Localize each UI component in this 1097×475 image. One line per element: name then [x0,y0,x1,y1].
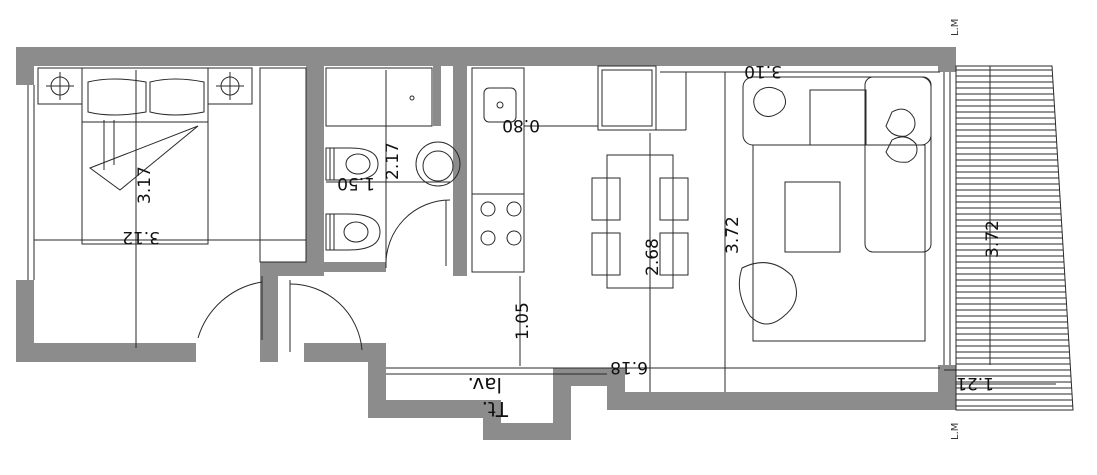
balcony-height-dimension: 3.72 [983,220,1003,258]
dining-height-dimension: 2.68 [643,238,663,276]
dimension-lines [34,66,1056,392]
bedroom-width-dimension: 3.12 [122,227,160,247]
top-width-dimension: 3.10 [744,61,782,81]
boundary-label-top: L.M [950,19,961,36]
boundary-label-bottom: L.M [950,423,961,440]
dining-table [591,154,689,289]
window-lines [27,72,1062,375]
walls [16,47,956,440]
balcony-depth-dimension: 1.21 [956,373,994,393]
bath-height-dimension: 2.17 [383,142,403,180]
bedroom-height-dimension: 3.17 [135,166,155,204]
bed [37,67,307,263]
kitchen [471,65,940,273]
room-label-lav: lav. [468,373,502,397]
sink-clearance-dimension: 0.80 [502,115,540,135]
balcony [955,65,1074,411]
corridor-height-dimension: 1.05 [513,302,533,340]
total-width-dimension: 6.18 [610,357,648,377]
living-height-dimension: 3.72 [723,216,743,254]
doors [197,276,363,352]
living-room [738,76,932,342]
bath-width-dimension: 1.50 [337,173,375,193]
bathroom-fixtures [325,67,461,267]
room-label-tt: Tt. [482,397,509,421]
